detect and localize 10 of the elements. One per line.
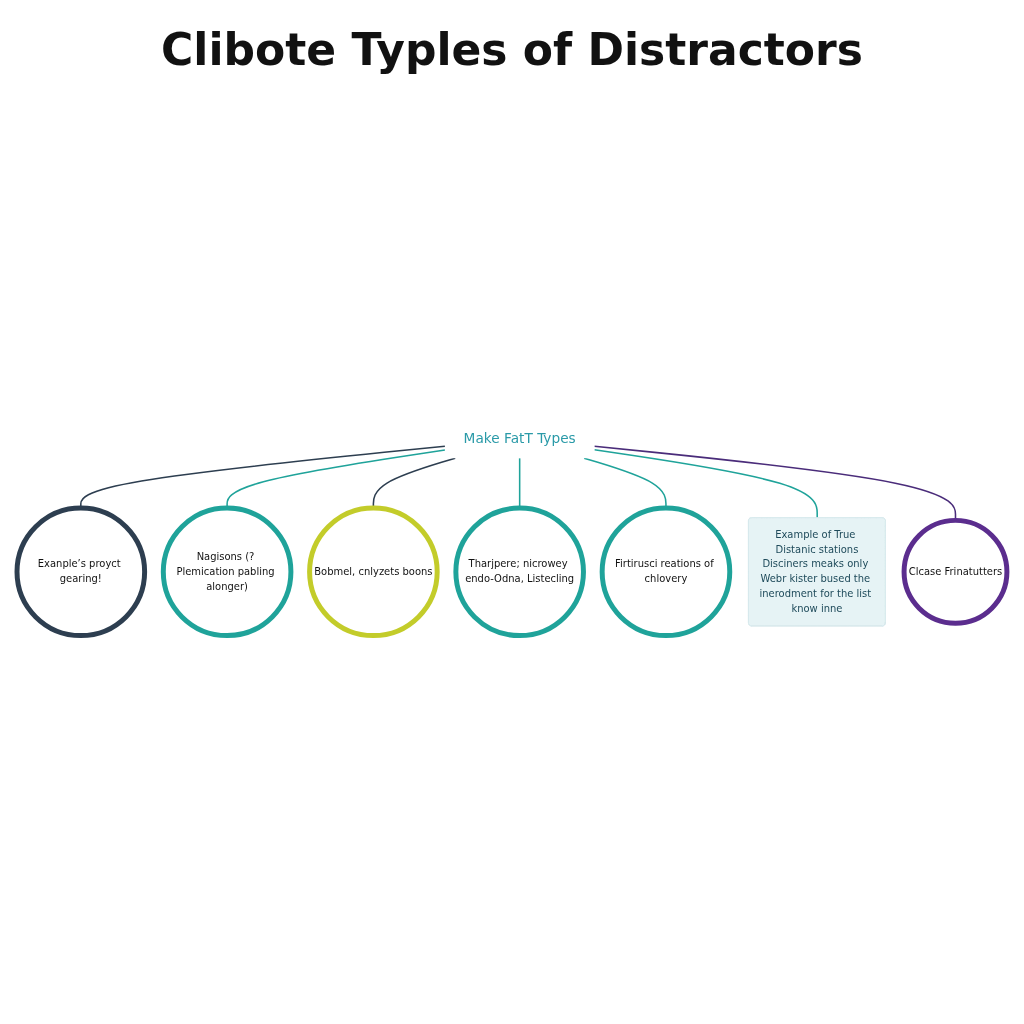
- node-circle: Exanple’s proyct gearing!: [14, 505, 148, 638]
- node-circle: Nagisons (? Plemication pabling alonger): [160, 505, 294, 638]
- node-circle: Clcase Frinatutters: [901, 517, 1010, 626]
- connector: [593, 448, 819, 519]
- diagram-title: Clibote Typles of Distractors: [160, 24, 864, 77]
- node-circle: Firtirusci reations of chlovery: [599, 505, 733, 638]
- node-circle: Bobmel, cnlyzets boons: [307, 505, 440, 638]
- node-circle: Tharjpere; nicrowey endo-Odna, Listecling: [453, 505, 586, 638]
- connector: [593, 444, 957, 521]
- node-text: Make FatT Types: [463, 430, 576, 446]
